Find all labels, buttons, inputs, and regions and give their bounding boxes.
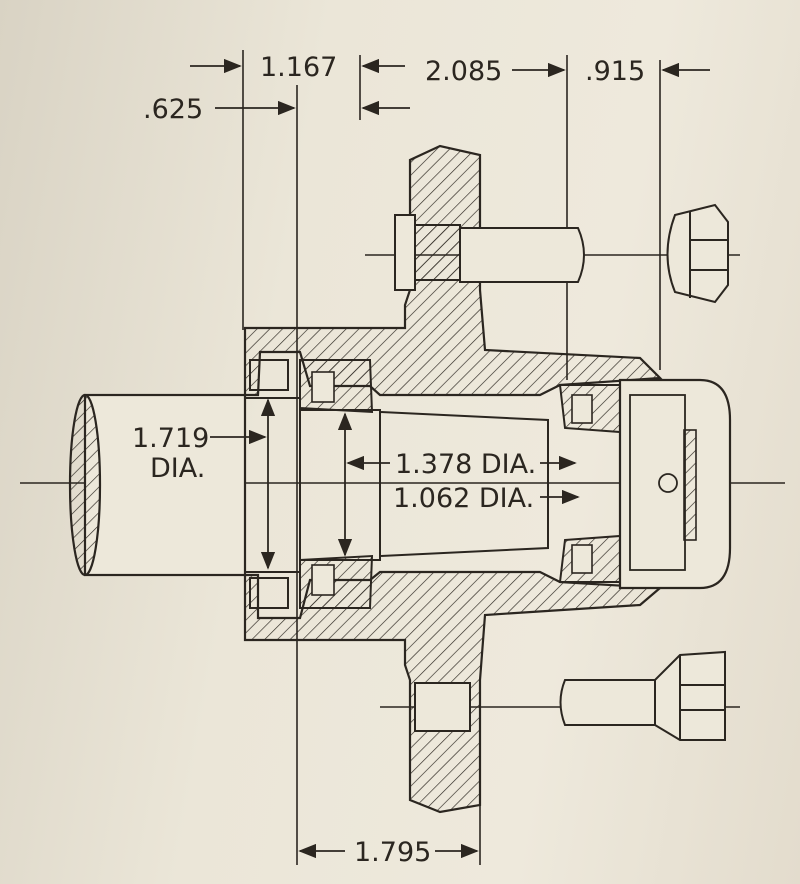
- shaft: [68, 393, 549, 577]
- upper-lug-nut: [666, 203, 729, 304]
- inner-bearing-lower: [299, 554, 374, 609]
- grease-seal: [249, 359, 289, 609]
- dimension-label-shaft-dia-unit: DIA.: [150, 453, 205, 484]
- inner-bearing-upper: [299, 359, 374, 414]
- dimension-label-shaft-dia: 1.719: [132, 423, 209, 454]
- dimension-arrows: [190, 58, 710, 859]
- outer-bearing-lower: [558, 534, 621, 583]
- dimension-label-inner-dia-2: 1.062 DIA.: [393, 483, 534, 514]
- dimension-label-top-1: 1.167: [260, 52, 337, 83]
- upper-stud-bolt: [394, 214, 585, 291]
- outer-bearing-upper: [558, 384, 621, 434]
- extension-lines: [242, 50, 661, 865]
- dimension-label-top-2: 2.085: [425, 56, 502, 87]
- dimension-label-bottom-1: 1.795: [354, 837, 431, 868]
- dust-cap: [618, 378, 732, 590]
- lower-lug-nut: [559, 650, 726, 741]
- dimension-label-top-3: .915: [585, 56, 645, 87]
- lower-stud-bolt: [414, 682, 471, 732]
- dimension-label-left-1: .625: [143, 94, 203, 125]
- dimension-label-inner-dia-1: 1.378 DIA.: [395, 449, 536, 480]
